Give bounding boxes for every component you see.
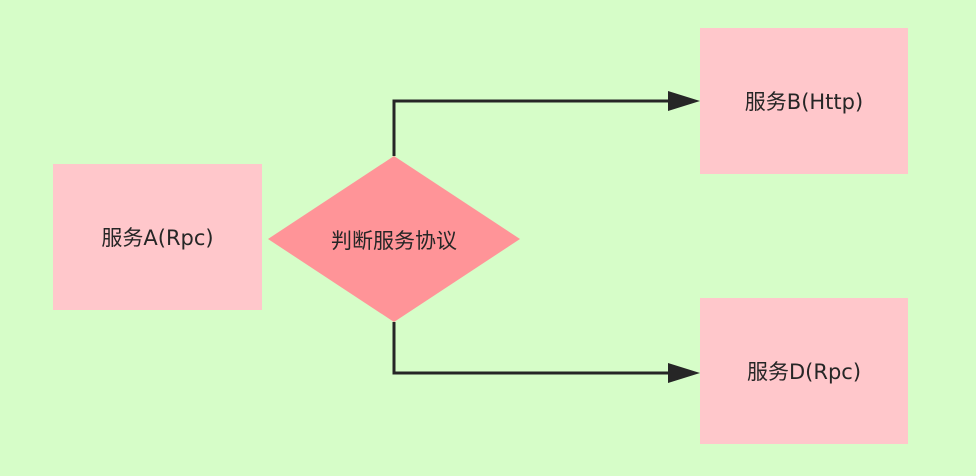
decision-label-container: 判断服务协议 (268, 218, 520, 262)
arrowhead-icon (668, 91, 700, 111)
edge-decision-to-service-b (392, 99, 670, 156)
service-d-node[interactable]: 服务D(Rpc) (700, 298, 908, 444)
service-a-node[interactable]: 服务A(Rpc) (53, 164, 262, 310)
service-b-node[interactable]: 服务B(Http) (700, 28, 908, 174)
service-d-label: 服务D(Rpc) (746, 360, 862, 384)
arrowhead-icon (668, 363, 700, 383)
edge-decision-to-service-d (392, 322, 670, 375)
service-a-label: 服务A(Rpc) (101, 226, 214, 250)
decision-diamond[interactable] (268, 156, 520, 322)
service-b-label: 服务B(Http) (744, 90, 864, 114)
decision-label: 判断服务协议 (331, 229, 457, 253)
